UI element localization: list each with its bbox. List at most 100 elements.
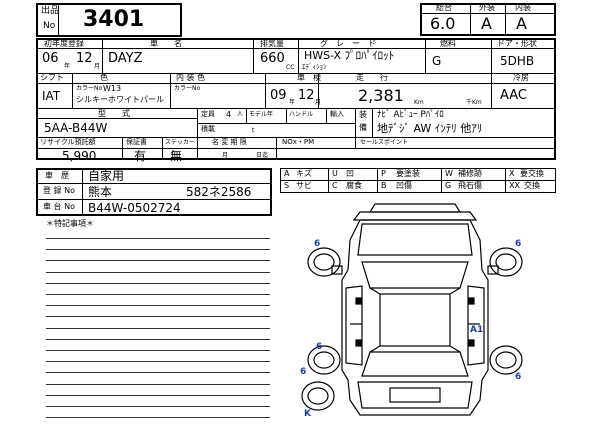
notes-rule	[46, 338, 270, 340]
plate-area: 熊本	[88, 185, 113, 199]
notes-rule	[46, 249, 270, 251]
legend-c-text: 腐食	[346, 181, 362, 190]
plate-number: 582ネ2586	[186, 185, 252, 199]
grade-interior: A	[516, 14, 527, 33]
grade-header-interior: 内装	[515, 3, 531, 12]
load-unit: t	[252, 127, 255, 134]
grade-overall: 6.0	[430, 14, 456, 33]
notes-rule	[46, 271, 270, 273]
grade-box	[420, 3, 556, 36]
car-diagram	[301, 203, 523, 416]
inspection-year-unit: 年	[289, 99, 296, 106]
legend-s-text: サビ	[296, 181, 312, 190]
label-sales-point: セールスポイント	[360, 139, 409, 146]
label-chassis: 車 台 No	[43, 202, 75, 211]
mileage-value: 2,381	[358, 86, 404, 105]
cc-unit: CC	[286, 64, 295, 71]
label-model-year: モデル年	[249, 111, 274, 118]
warranty-value: 有	[134, 149, 147, 163]
label-inspection: 車 検	[297, 73, 321, 82]
label-recycle: リサイクル預託額	[40, 138, 96, 146]
label-first-registration: 初年度登録	[44, 39, 84, 48]
notes-rule	[46, 350, 270, 351]
label-plate: 登 録 No	[43, 186, 75, 195]
color-no: W13	[103, 84, 122, 93]
notes-rule	[46, 372, 270, 374]
inspection-year: 09	[270, 88, 287, 103]
tire-rear-left-mark: 6	[316, 342, 323, 352]
chassis-value: B44W-0502724	[88, 201, 181, 215]
notes-rule	[46, 294, 270, 295]
label-handle: ハンドル	[289, 111, 314, 118]
grade-header-exterior: 外装	[479, 3, 495, 12]
model-value: 5AA-B44W	[44, 121, 108, 135]
tire-rear-right-mark: 6	[515, 372, 522, 382]
label-warranty: 保証書	[126, 138, 147, 146]
label-load: 積載	[201, 125, 215, 133]
label-month: 月	[222, 152, 229, 159]
notes-rule	[46, 327, 270, 329]
legend-w-text: 補修跡	[458, 169, 482, 178]
recycle-value: 5,990	[62, 149, 97, 163]
legend-s: S	[284, 181, 290, 190]
label-color: 色	[100, 73, 108, 82]
legend-g: G	[445, 181, 452, 190]
grade-exterior: A	[481, 14, 492, 33]
notes-rule	[46, 417, 270, 419]
grade-header-overall: 総合	[436, 3, 452, 12]
inspection-month-unit: 月	[315, 99, 322, 106]
equipment-line1: ﾅﾋﾞ Aﾋﾞｭｰ Pﾊﾟｲﾛ	[377, 110, 444, 120]
ac-value: AAC	[500, 88, 527, 103]
lot-number: 3401	[83, 7, 145, 32]
color-no-label: カラーNo	[76, 85, 103, 92]
legend-p: P	[381, 169, 386, 178]
tire-front-right-mark: 6	[515, 239, 522, 249]
shift-value: IAT	[42, 89, 61, 103]
notes-rule	[46, 238, 270, 239]
legend-x-text: 要交換	[520, 169, 544, 178]
legend-xx-text: 交換	[524, 181, 540, 190]
notes-rule	[46, 406, 270, 407]
first-reg-year: 06	[42, 51, 59, 66]
tire-front-left-mark: 6	[314, 239, 321, 249]
label-displacement: 排気量	[260, 39, 284, 48]
label-ac: 冷房	[513, 73, 529, 82]
label-interior: 内 装 色	[176, 73, 206, 82]
legend-p-text: 要塗装	[396, 169, 420, 178]
notes-rule	[46, 316, 270, 318]
label-door-shape: ドア・形状	[497, 39, 537, 48]
lot-label-top: 出品	[41, 6, 60, 16]
legend-c: C	[332, 181, 338, 190]
notes-rule	[46, 282, 270, 284]
legend-u-text: 凹	[346, 169, 354, 178]
label-history: 車 歴	[45, 171, 69, 180]
interior-color-no-label: カラーNo	[174, 85, 201, 92]
grade-line1: HWS-X ﾌﾟﾛﾊﾟｲﾛｯﾄ	[304, 49, 395, 62]
fuel-value: G	[432, 54, 442, 68]
notes-rule	[46, 305, 270, 307]
sticker-value: 無	[170, 149, 183, 163]
legend-xx: XX	[509, 181, 520, 190]
thousand-km-unit: 千Km	[466, 99, 482, 106]
legend-x: X	[509, 169, 515, 178]
label-car-name: 車 名	[150, 39, 182, 48]
spec-table	[36, 38, 556, 160]
spare-tire-letter: K	[304, 409, 311, 419]
door-shape-value: 5DHB	[500, 54, 535, 68]
legend-w: W	[445, 169, 453, 178]
capacity-unit: 人	[237, 111, 244, 118]
lot-label-bottom: No	[43, 21, 56, 31]
label-model: 型 式	[98, 109, 130, 118]
legend-a: A	[284, 169, 290, 178]
inspection-month: 12	[298, 88, 315, 103]
legend-a-text: キズ	[296, 169, 312, 178]
legend-u: U	[332, 169, 338, 178]
spare-tire-mark: 6	[300, 367, 307, 377]
car-name: DAYZ	[108, 51, 143, 66]
label-mileage: 走 行	[356, 73, 388, 82]
panel-mark-a1: A1	[470, 325, 484, 335]
label-import: 輸入	[330, 110, 344, 118]
history-value: 自家用	[88, 169, 125, 183]
color-name: シルキーホワイトパール	[76, 95, 164, 104]
first-reg-year-unit: 年	[64, 63, 71, 70]
